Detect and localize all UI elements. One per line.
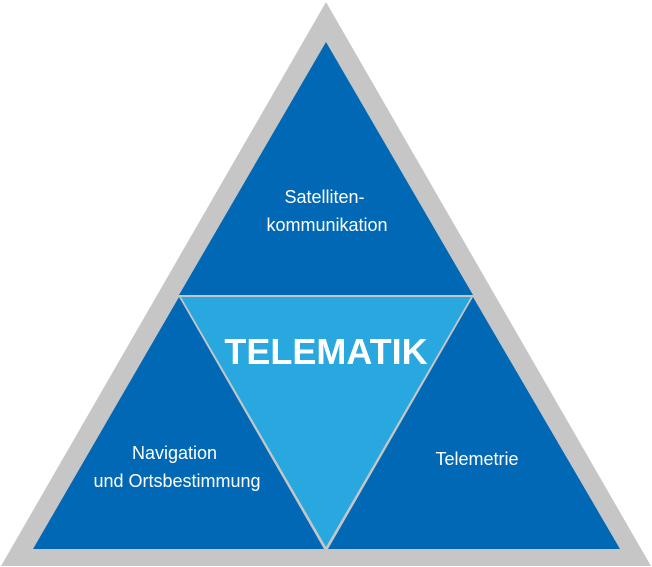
center-label: TELEMATIK xyxy=(224,331,427,372)
segment-left xyxy=(33,297,324,549)
segment-left-label-line1: Navigation xyxy=(132,443,217,463)
segment-right xyxy=(328,297,620,549)
segment-top-label-line1: Satelliten- xyxy=(284,187,364,207)
segment-top-label: Satelliten- kommunikation xyxy=(266,187,387,235)
segment-left-label: Navigation und Ortsbestimmung xyxy=(93,443,260,491)
segment-top-label-line2: kommunikation xyxy=(266,215,387,235)
segment-center xyxy=(181,297,471,547)
segment-top xyxy=(179,42,473,295)
segment-right-label: Telemetrie xyxy=(435,449,518,469)
segment-left-label-line2: und Ortsbestimmung xyxy=(93,471,260,491)
